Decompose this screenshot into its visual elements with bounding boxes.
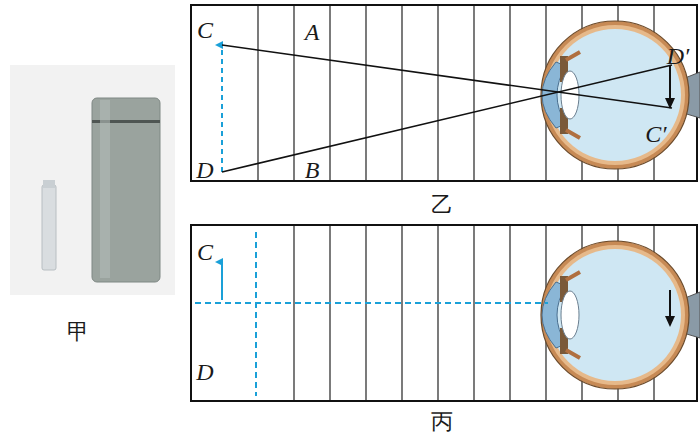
figure-caption: 丙 [431, 411, 453, 433]
point-letter: A [305, 20, 320, 44]
point-letter: D [196, 360, 213, 384]
figure-caption: 乙 [431, 194, 453, 216]
image-letter: C′ [645, 122, 666, 146]
point-letter: C [197, 240, 213, 264]
point-letter: B [305, 158, 320, 182]
image-letter: D′ [667, 44, 690, 68]
point-letter: D [196, 158, 213, 182]
figure-caption: 甲 [67, 321, 89, 343]
point-letter: C [197, 18, 213, 42]
